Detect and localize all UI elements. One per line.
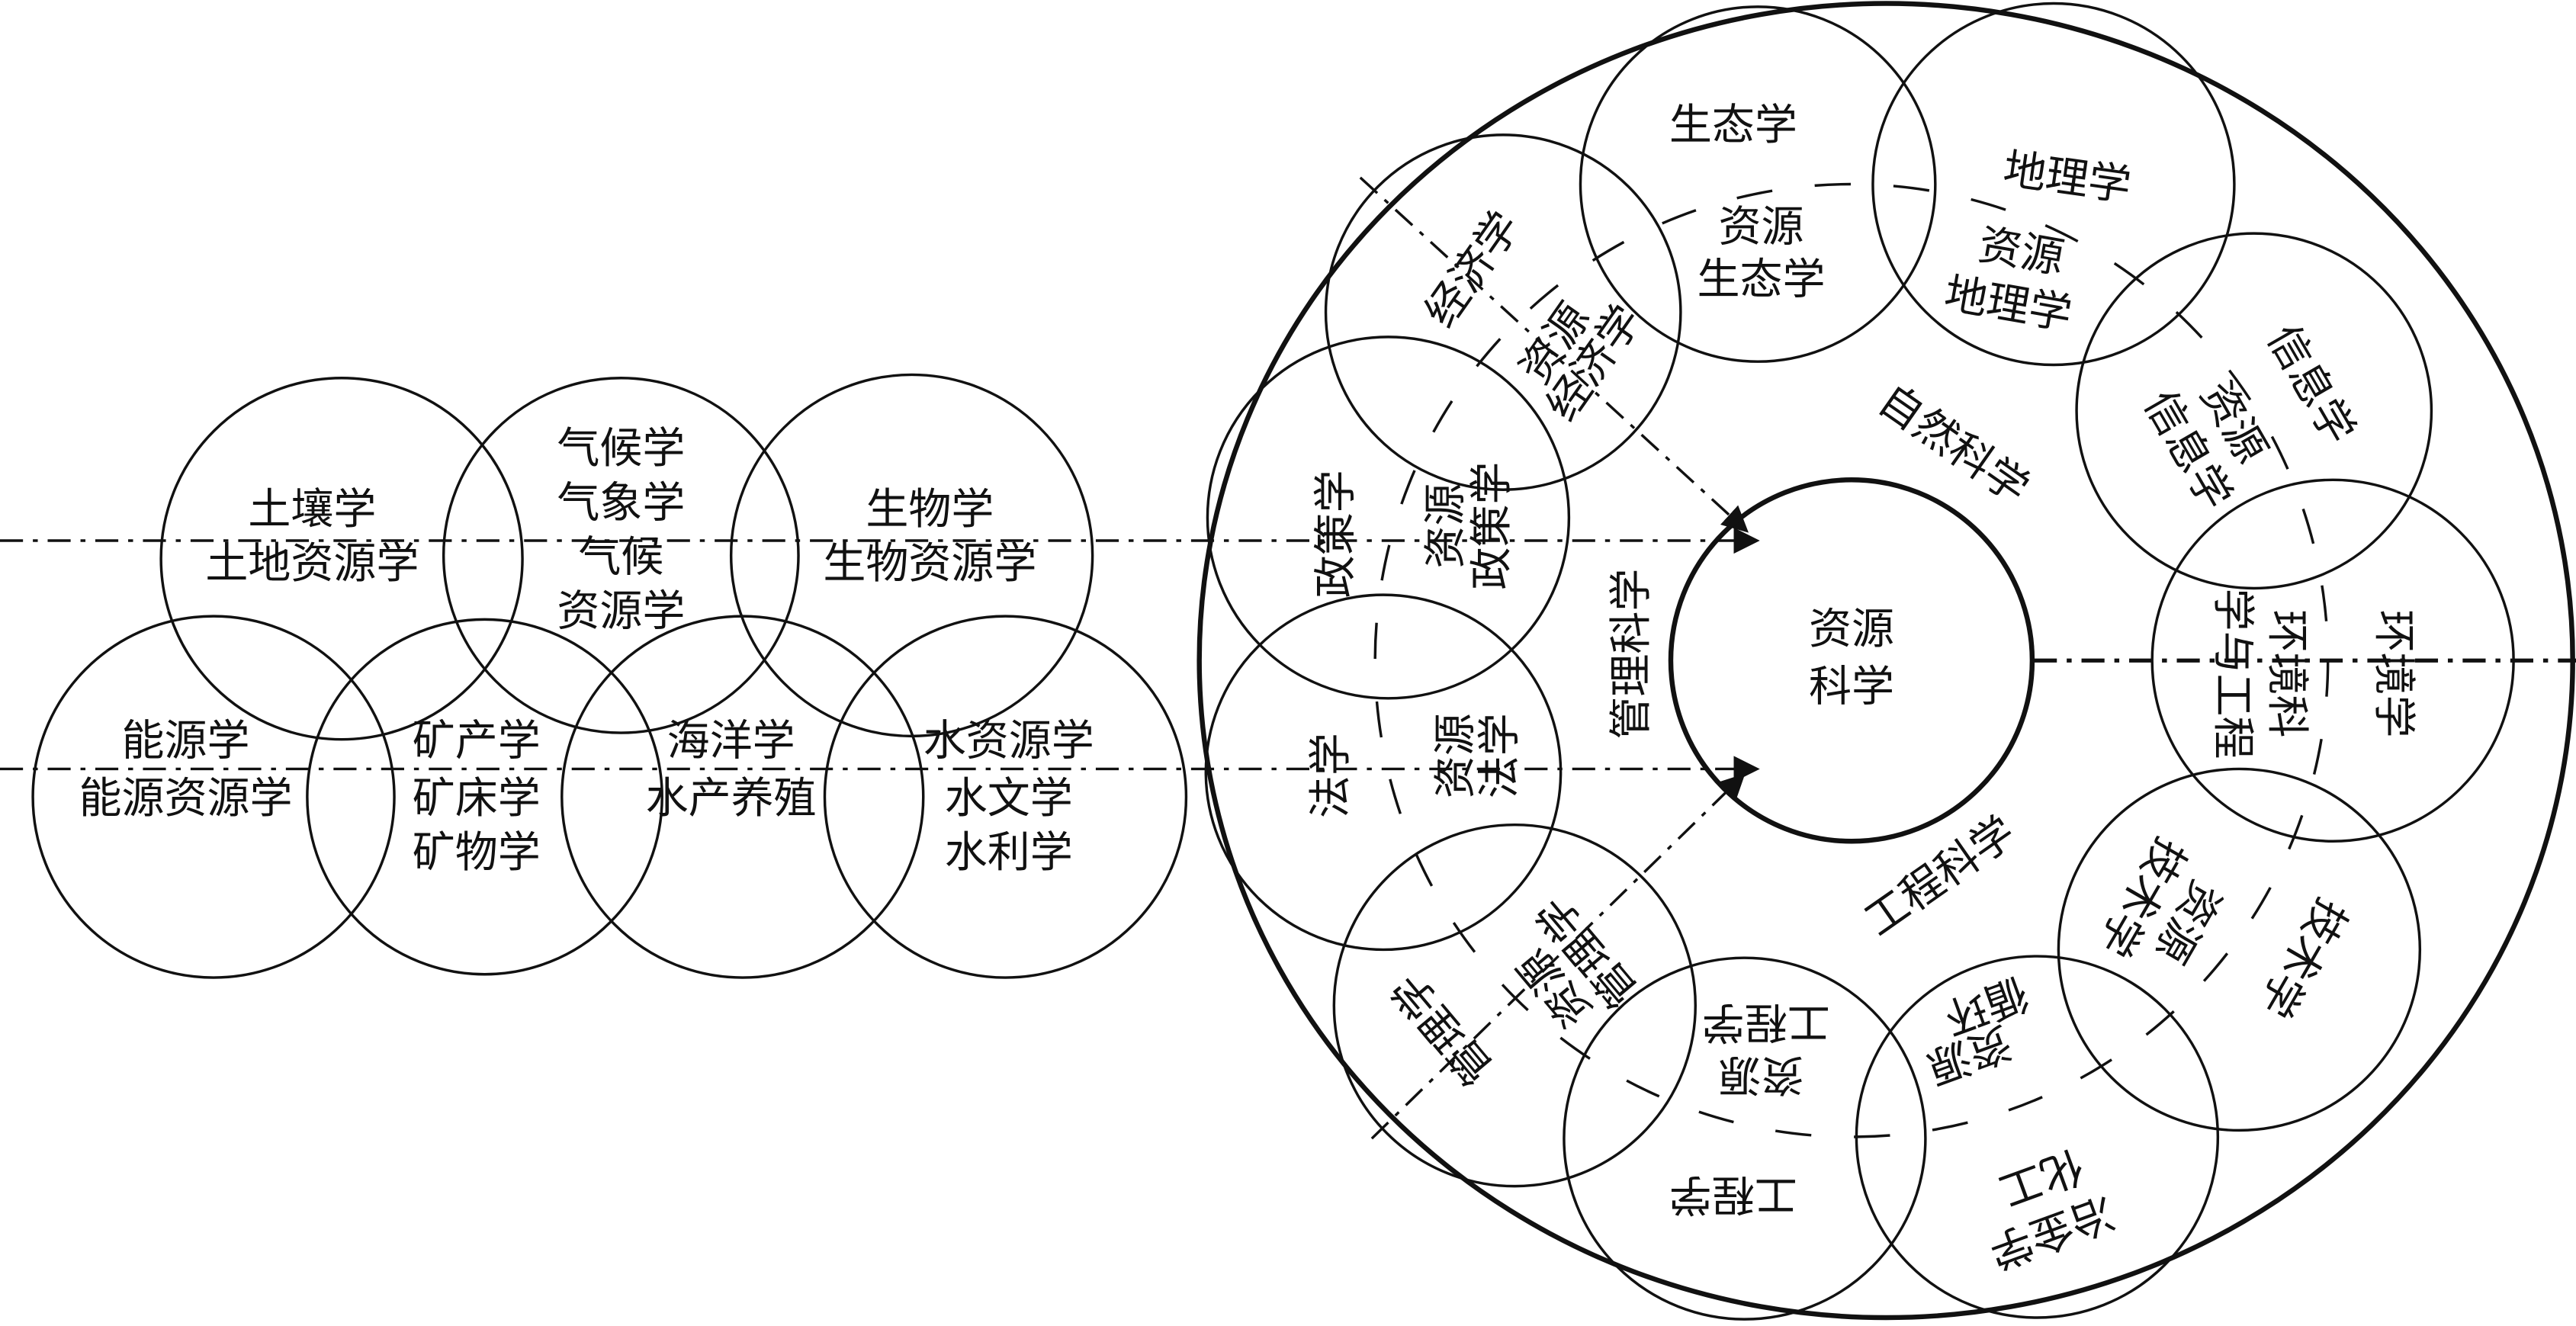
label: 海洋学 [667, 717, 795, 766]
circle-technology [2057, 767, 2422, 1132]
left-labels: 土壤学 土地资源学 气候学 气象学 气候 资源学 生物学 生物资源学 能源学 能… [79, 424, 1094, 878]
circle-law [1204, 593, 1563, 952]
left-circles [31, 373, 1188, 979]
outer-label: 技术学 [2249, 890, 2356, 1026]
circle-mineral [306, 618, 663, 976]
inner-label: 资源 [1718, 1049, 1804, 1099]
outer-label: 政策学 [1311, 470, 1360, 598]
circle-geography [1871, 2, 2236, 367]
outer-label: 生态学 [1669, 101, 1797, 150]
region-natural-science: 自然科学 [1869, 375, 2038, 514]
outer-label: 工程学 [1669, 1170, 1797, 1219]
center-label: 资源 [1809, 605, 1894, 654]
label: 矿物学 [413, 828, 541, 878]
circle-management [1332, 823, 1697, 1188]
circle-environment [2150, 478, 2515, 843]
label: 水文学 [945, 774, 1073, 824]
outer-label: 地理学 [2000, 144, 2134, 211]
circle-engineering [1563, 956, 1927, 1321]
circle-economics [1324, 133, 1682, 491]
inner-dashed-ring [1373, 182, 2330, 1138]
inner-label: 环境科 [2262, 610, 2311, 738]
outer-label: 信息学 [2257, 316, 2364, 452]
circle-energy [31, 615, 396, 979]
outer-label: 环境学 [2369, 610, 2418, 738]
label: 能源学 [121, 717, 249, 766]
inner-label: 法学 [1476, 713, 1525, 798]
center-circle [1668, 477, 2035, 844]
inner-label: 资源 [1718, 202, 1804, 252]
inner-label: 生态学 [1697, 255, 1825, 304]
inner-label: 资源 [1421, 483, 1471, 569]
label: 生物资源学 [823, 539, 1036, 589]
region-management-science: 管理科学 [1607, 569, 1656, 740]
region-engineering-science: 工程科学 [1856, 807, 2025, 946]
circle-water [823, 615, 1188, 979]
circle-climate [442, 376, 800, 734]
label: 能源资源学 [79, 774, 292, 824]
outer-label: 法学 [1306, 733, 1356, 818]
arrow-diagonal-lower [1370, 773, 1746, 1140]
inner-label: 工程学 [1702, 997, 1830, 1046]
label: 水资源学 [923, 717, 1094, 766]
label: 土壤学 [248, 485, 376, 535]
inner-label: 政策学 [1467, 462, 1517, 590]
circle-policy [1206, 336, 1571, 700]
label: 矿产学 [413, 717, 541, 766]
circle-ocean [560, 615, 925, 979]
label: 生物学 [866, 485, 994, 535]
center-label: 科学 [1809, 663, 1894, 712]
label: 水产养殖 [646, 774, 817, 824]
label: 水利学 [945, 828, 1073, 878]
circle-soil [159, 376, 524, 741]
circle-informatics [2075, 232, 2433, 590]
circle-ecology [1579, 5, 1937, 363]
label: 土地资源学 [205, 539, 419, 589]
label: 气象学 [557, 478, 685, 528]
inner-label: 资源 [1431, 713, 1481, 798]
arrow-diagonal-upper [1359, 176, 1749, 533]
outer-circle [1196, 1, 2575, 1321]
label: 矿床学 [413, 774, 541, 824]
label: 气候学 [557, 424, 685, 474]
ring-circles [1204, 2, 2515, 1321]
inner-label: 学与工程 [2208, 589, 2257, 759]
circle-metallurgy [1855, 955, 2220, 1319]
label: 资源学 [557, 586, 685, 636]
